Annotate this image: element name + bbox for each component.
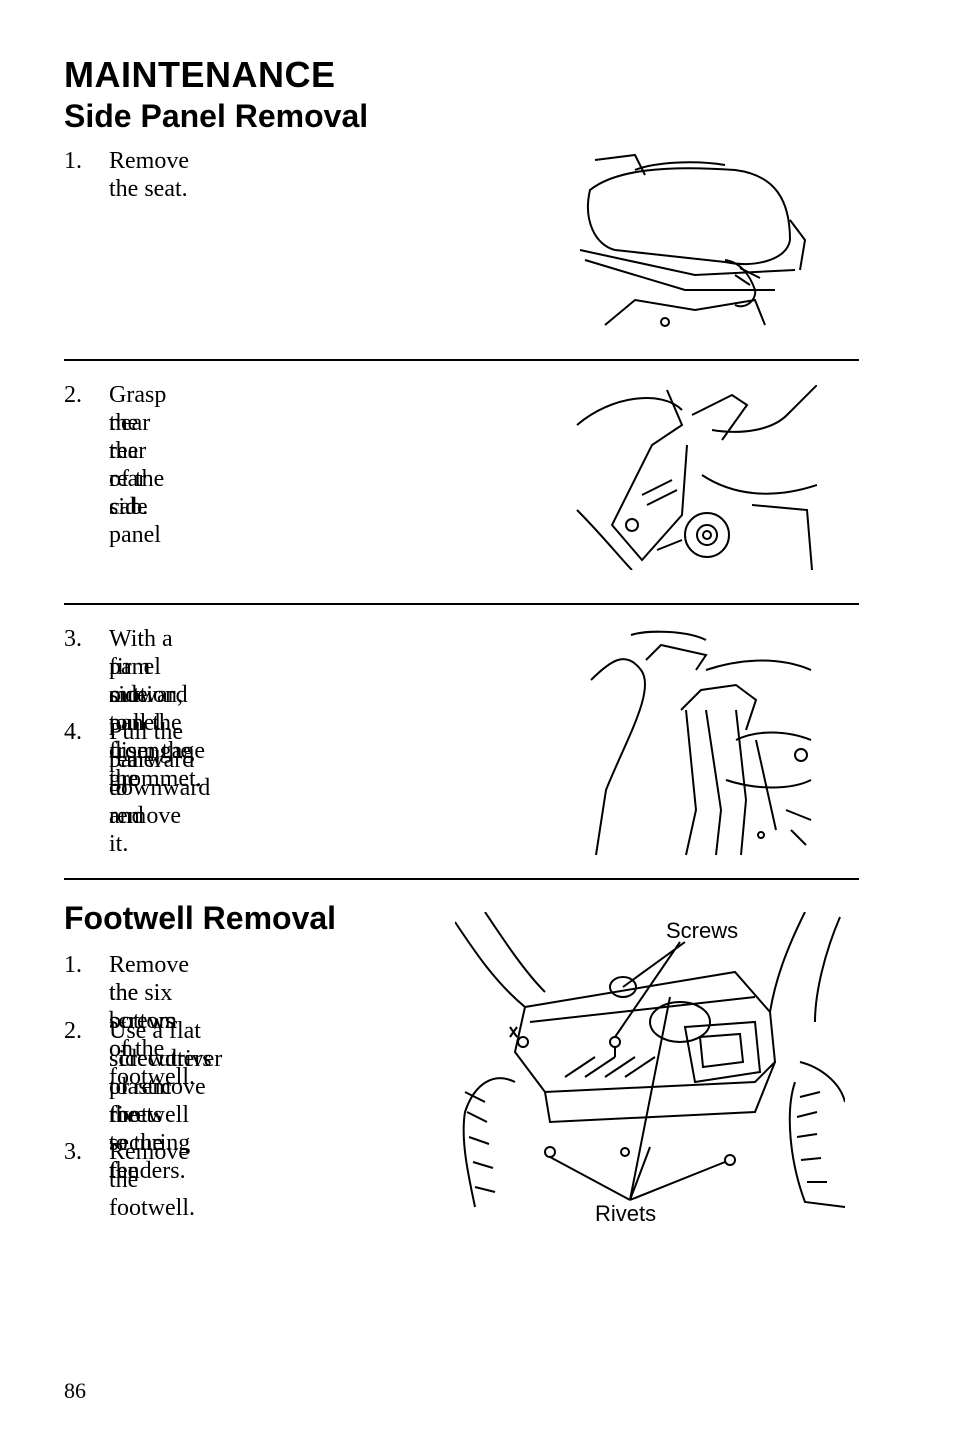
divider — [64, 603, 859, 605]
step-text-line: Grasp the rear of the side panel — [109, 382, 167, 548]
chapter-title: MAINTENANCE — [64, 54, 336, 95]
step-text-line: footwell to the fenders. — [109, 1102, 189, 1184]
step-text-line: panel outward to disengage the — [109, 654, 205, 792]
step-text-line: side panel from the grommet. — [109, 682, 202, 792]
figure-pull-panel — [586, 630, 816, 860]
step-text-line: Remove the six screws on — [109, 952, 189, 1062]
step-number: 3. — [64, 1139, 82, 1165]
section-title-side-panel: Side Panel Removal — [64, 98, 369, 134]
step-number: 4. — [64, 719, 82, 745]
divider — [64, 359, 859, 361]
step-text-line: sidecutters to remove the — [109, 1046, 212, 1128]
section-title-footwell: Footwell Removal — [64, 900, 337, 936]
step-text-line: Use a flat screwdriver or — [109, 1018, 223, 1100]
step-number: 1. — [64, 952, 82, 978]
step-text-line: near the rear cab. — [109, 410, 151, 520]
figure-remove-seat — [575, 150, 815, 330]
step-number: 2. — [64, 1018, 82, 1044]
callout-screws: Screws — [666, 918, 739, 943]
step-text-line: plastic rivets securing the — [109, 1074, 191, 1184]
step-text-line: Pull the panel downward and — [109, 719, 211, 829]
step-text-line: Remove the seat. — [109, 148, 189, 202]
step-text-line: rearward to remove it. — [109, 747, 195, 857]
step-number: 3. — [64, 626, 82, 652]
step-text-line: With a firm motion, pull the — [109, 626, 184, 736]
callout-rivets: Rivets — [595, 1201, 657, 1226]
figure-grasp-side-panel — [572, 385, 817, 570]
divider — [64, 878, 859, 880]
figure-footwell — [455, 912, 845, 1212]
step-text-line: Remove the footwell. — [109, 1139, 195, 1221]
page-number: 86 — [64, 1378, 86, 1403]
step-number: 2. — [64, 382, 82, 408]
step-number: 1. — [64, 148, 82, 174]
step-text-line: the bottom of the footwell. — [109, 980, 195, 1090]
